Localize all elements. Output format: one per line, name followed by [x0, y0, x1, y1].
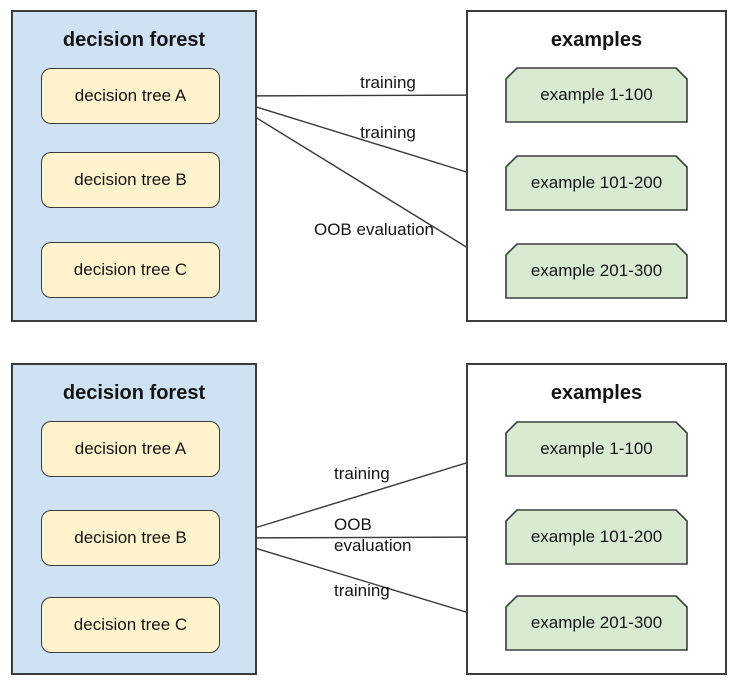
example-box-101-200: example 101-200	[505, 509, 688, 565]
arrow-label-training-2: training	[334, 581, 390, 600]
card-shape	[505, 67, 688, 123]
example-box-101-200: example 101-200	[505, 155, 688, 211]
arrow-label-oob-evaluation: OOB evaluation	[334, 515, 412, 555]
example-label: example 1-100	[540, 85, 653, 104]
tree-label: decision tree C	[73, 615, 188, 634]
example-box-201-300: example 201-300	[505, 595, 688, 651]
forest-title: decision forest	[62, 29, 206, 51]
arrow-label-training-1: training	[334, 464, 390, 483]
examples-title: examples	[550, 382, 643, 404]
example-label: example 201-300	[530, 261, 663, 280]
tree-box-a: decision tree A	[41, 68, 220, 124]
card-shape	[505, 243, 688, 299]
panel-b-arrows	[221, 450, 503, 625]
tree-label: decision tree B	[74, 528, 187, 547]
card-shape	[505, 509, 688, 565]
arrow-label-oob-evaluation: OOB evaluation	[313, 220, 434, 239]
tree-label: decision tree B	[74, 170, 187, 189]
example-box-1-100: example 1-100	[505, 67, 688, 123]
tree-box-c: decision tree C	[41, 597, 220, 653]
tree-box-c: decision tree C	[41, 242, 220, 298]
arrow-b-training-1	[221, 450, 503, 539]
example-label: example 201-300	[530, 613, 663, 632]
card-shape	[505, 595, 688, 651]
example-label: example 101-200	[530, 173, 663, 192]
card-shape	[505, 421, 688, 477]
arrow-b-training-2	[221, 537, 503, 625]
examples-title: examples	[550, 29, 643, 51]
tree-box-b: decision tree B	[41, 152, 220, 208]
example-box-1-100: example 1-100	[505, 421, 688, 477]
panel-a-arrows	[220, 91, 503, 270]
arrow-label-training-1: training	[360, 73, 416, 92]
tree-label: decision tree A	[74, 439, 187, 458]
example-label: example 1-100	[540, 439, 653, 458]
arrow-label-training-2: training	[360, 123, 416, 142]
example-box-201-300: example 201-300	[505, 243, 688, 299]
tree-label: decision tree A	[74, 86, 187, 105]
forest-title: decision forest	[62, 382, 206, 404]
arrow-a-training-1	[220, 91, 503, 100]
example-label: example 101-200	[530, 527, 663, 546]
arrow-b-oob-evaluation	[221, 533, 503, 542]
tree-box-b: decision tree B	[41, 510, 220, 566]
tree-box-a: decision tree A	[41, 421, 220, 477]
card-shape	[505, 155, 688, 211]
arrow-a-training-2	[220, 95, 503, 185]
arrow-a-oob-evaluation	[220, 95, 503, 270]
tree-label: decision tree C	[73, 260, 188, 279]
